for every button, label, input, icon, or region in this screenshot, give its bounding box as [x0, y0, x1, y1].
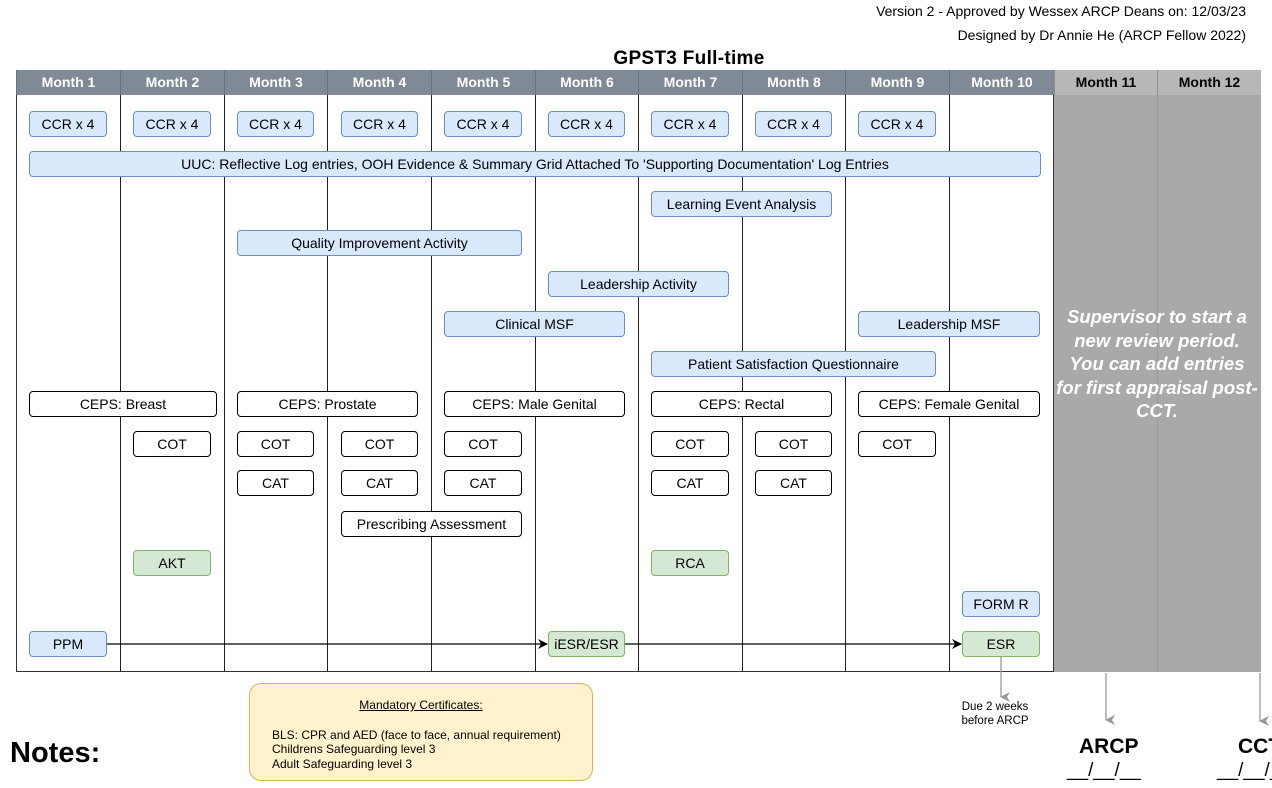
iesr-box: iESR/ESR: [548, 631, 625, 657]
column-divider: [535, 95, 536, 672]
leadership-msf-box: Leadership MSF: [858, 311, 1040, 337]
ceps-breast-box: CEPS: Breast: [29, 391, 217, 417]
ccr-box: CCR x 4: [29, 111, 107, 137]
cat-box: CAT: [444, 470, 522, 496]
month-header-7: Month 7: [638, 70, 742, 95]
month-header-10: Month 10: [949, 70, 1054, 95]
cot-box: COT: [237, 431, 314, 457]
month-header-2: Month 2: [120, 70, 224, 95]
ceps-female-genital-box: CEPS: Female Genital: [858, 391, 1040, 417]
cat-box: CAT: [237, 470, 314, 496]
cot-box: COT: [444, 431, 522, 457]
arcp-date: __/__/__: [1067, 760, 1141, 781]
ccr-box: CCR x 4: [133, 111, 211, 137]
month-header-9: Month 9: [845, 70, 949, 95]
leadership-activity-box: Leadership Activity: [548, 271, 729, 297]
arcp-label: ARCP: [1079, 735, 1139, 758]
ccr-box: CCR x 4: [444, 111, 522, 137]
month-header-4: Month 4: [327, 70, 431, 95]
rca-box: RCA: [651, 550, 729, 576]
certificates-title: Mandatory Certificates:: [359, 698, 483, 712]
column-divider: [638, 95, 639, 672]
cot-box: COT: [341, 431, 418, 457]
column-divider: [224, 95, 225, 672]
ceps-male-genital-box: CEPS: Male Genital: [444, 391, 625, 417]
supervisor-note: Supervisor to start a new review period.…: [1056, 306, 1258, 421]
quality-improvement-box: Quality Improvement Activity: [237, 230, 522, 256]
cat-box: CAT: [755, 470, 832, 496]
designer-text: Designed by Dr Annie He (ARCP Fellow 202…: [957, 27, 1246, 43]
cat-box: CAT: [651, 470, 729, 496]
cot-box: COT: [755, 431, 832, 457]
column-divider: [845, 95, 846, 672]
certificate-item: Childrens Safeguarding level 3: [272, 742, 436, 756]
esr-due-note: Due 2 weeks before ARCP: [961, 701, 1029, 727]
cct-date: __/__/__: [1217, 760, 1272, 781]
column-divider: [327, 95, 328, 672]
cot-box: COT: [133, 431, 211, 457]
akt-box: AKT: [133, 550, 211, 576]
learning-event-analysis-box: Learning Event Analysis: [651, 191, 832, 217]
column-divider: [949, 95, 950, 672]
notes-label: Notes:: [10, 737, 101, 769]
certificate-item: BLS: CPR and AED (face to face, annual r…: [272, 728, 561, 742]
form-r-box: FORM R: [962, 591, 1040, 617]
certificate-item: Adult Safeguarding level 3: [272, 757, 413, 771]
ceps-rectal-box: CEPS: Rectal: [651, 391, 832, 417]
diagram-title: GPST3 Full-time: [613, 48, 765, 69]
ccr-box: CCR x 4: [755, 111, 832, 137]
prescribing-assessment-box: Prescribing Assessment: [341, 511, 522, 537]
ccr-box: CCR x 4: [858, 111, 936, 137]
cot-box: COT: [651, 431, 729, 457]
column-divider: [120, 95, 121, 672]
cct-label: CCT: [1238, 735, 1272, 758]
version-text: Version 2 - Approved by Wessex ARCP Dean…: [876, 3, 1246, 19]
esr-box: ESR: [962, 631, 1040, 657]
column-divider: [742, 95, 743, 672]
uuc-box: UUC: Reflective Log entries, OOH Evidenc…: [29, 151, 1041, 177]
cat-box: CAT: [341, 470, 418, 496]
ppm-box: PPM: [29, 631, 107, 657]
month-header-3: Month 3: [224, 70, 327, 95]
clinical-msf-box: Clinical MSF: [444, 311, 625, 337]
patient-satisfaction-box: Patient Satisfaction Questionnaire: [651, 351, 936, 377]
ceps-prostate-box: CEPS: Prostate: [237, 391, 418, 417]
month-header-5: Month 5: [431, 70, 535, 95]
month-header-1: Month 1: [16, 70, 120, 95]
ccr-box: CCR x 4: [548, 111, 625, 137]
ccr-box: CCR x 4: [651, 111, 729, 137]
mandatory-certificates-note: Mandatory Certificates: BLS: CPR and AED…: [249, 683, 593, 781]
month-header-12: Month 12: [1157, 70, 1261, 95]
month-header-8: Month 8: [742, 70, 845, 95]
grey-column-divider: [1157, 95, 1158, 672]
month-header-6: Month 6: [535, 70, 638, 95]
column-divider: [431, 95, 432, 672]
cot-box: COT: [858, 431, 936, 457]
month-header-11: Month 11: [1054, 70, 1157, 95]
ccr-box: CCR x 4: [237, 111, 314, 137]
ccr-box: CCR x 4: [341, 111, 418, 137]
